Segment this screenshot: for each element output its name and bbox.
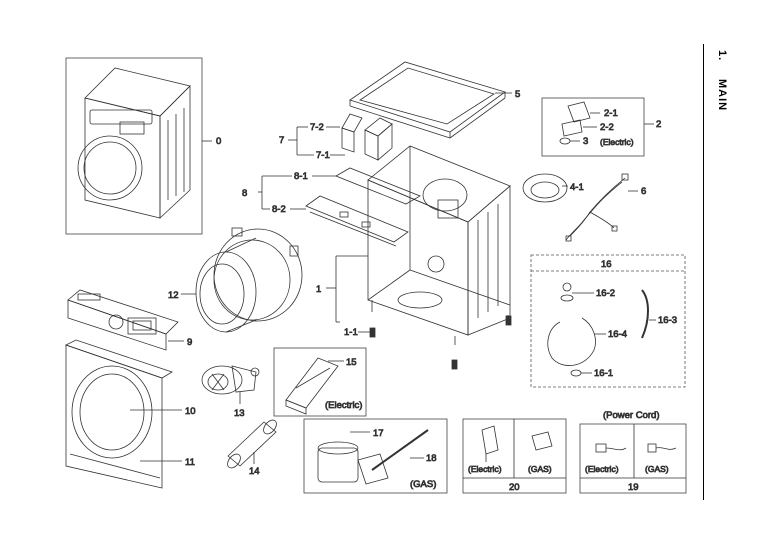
part-20-group (462, 418, 567, 494)
section-rule (703, 44, 704, 500)
callout-3: 3 (583, 136, 588, 147)
callout-1: 1 (316, 284, 321, 295)
callout-20-electric: (Electric) (468, 464, 502, 474)
callout-20-gas: (GAS) (528, 464, 552, 474)
callout-19-gas: (GAS) (645, 464, 669, 474)
screws-1-1 (369, 315, 512, 370)
callout-12: 12 (168, 290, 179, 301)
part-7-brackets (341, 113, 393, 161)
callout-17: 17 (373, 428, 384, 439)
callout-16: 16 (601, 259, 612, 270)
callout-20: 20 (509, 482, 520, 493)
part-10-11-front-panel (64, 339, 173, 489)
part-8-frame-rails (305, 167, 421, 247)
part-13-blower (201, 365, 260, 395)
callout-2-note: (Electric) (600, 137, 634, 147)
callout-10: 10 (185, 406, 196, 417)
part-1-cabinet (367, 145, 511, 345)
callout-2-2: 2-2 (600, 122, 614, 133)
callout-6: 6 (641, 186, 646, 197)
callout-14: 14 (249, 466, 260, 477)
callout-2: 2 (656, 119, 661, 130)
callout-19-electric: (Electric) (585, 464, 619, 474)
part-4-1-oval-cover (522, 173, 568, 203)
callout-0: 0 (216, 136, 221, 147)
part-6-wire-harness (565, 173, 629, 242)
part-2-group (541, 97, 645, 157)
callout-8-1: 8-1 (294, 171, 308, 182)
callout-16-3: 16-3 (658, 315, 677, 326)
callout-19-title: (Power Cord) (603, 410, 660, 421)
part-0-dryer-assembly (65, 57, 203, 235)
part-16-group (530, 254, 686, 388)
section-title: MAIN (716, 79, 728, 112)
callout-18: 18 (426, 453, 437, 464)
callout-19: 19 (628, 482, 639, 493)
callout-16-2: 16-2 (596, 288, 615, 299)
part-14-duct (227, 419, 277, 469)
callout-13: 13 (234, 408, 245, 419)
callout-4-1: 4-1 (570, 182, 584, 193)
section-heading: 1. MAIN (716, 50, 728, 111)
callout-5: 5 (515, 89, 520, 100)
section-number: 1. (716, 50, 728, 62)
callout-7-1: 7-1 (316, 150, 330, 161)
callout-9: 9 (187, 337, 192, 348)
callout-7-2: 7-2 (310, 122, 324, 133)
part-12-drum (195, 227, 303, 333)
callout-16-1: 16-1 (594, 368, 613, 379)
callout-8-2: 8-2 (272, 204, 286, 215)
callout-8: 8 (242, 188, 247, 199)
callout-15: 15 (346, 357, 357, 368)
callout-7: 7 (279, 135, 284, 146)
part-19-power-cords (579, 423, 687, 494)
part-15-heater (273, 347, 367, 417)
part-9-control-panel (67, 289, 179, 351)
part-17-18-gas-burner (303, 418, 448, 494)
callout-11: 11 (185, 457, 195, 468)
callout-15-note: (Electric) (325, 400, 362, 411)
callout-1-1: 1-1 (344, 327, 358, 338)
callout-2-1: 2-1 (604, 108, 618, 119)
callout-16-4: 16-4 (608, 329, 627, 340)
callout-17-18-note: (GAS) (410, 479, 436, 490)
part-5-top-panel (349, 61, 506, 139)
